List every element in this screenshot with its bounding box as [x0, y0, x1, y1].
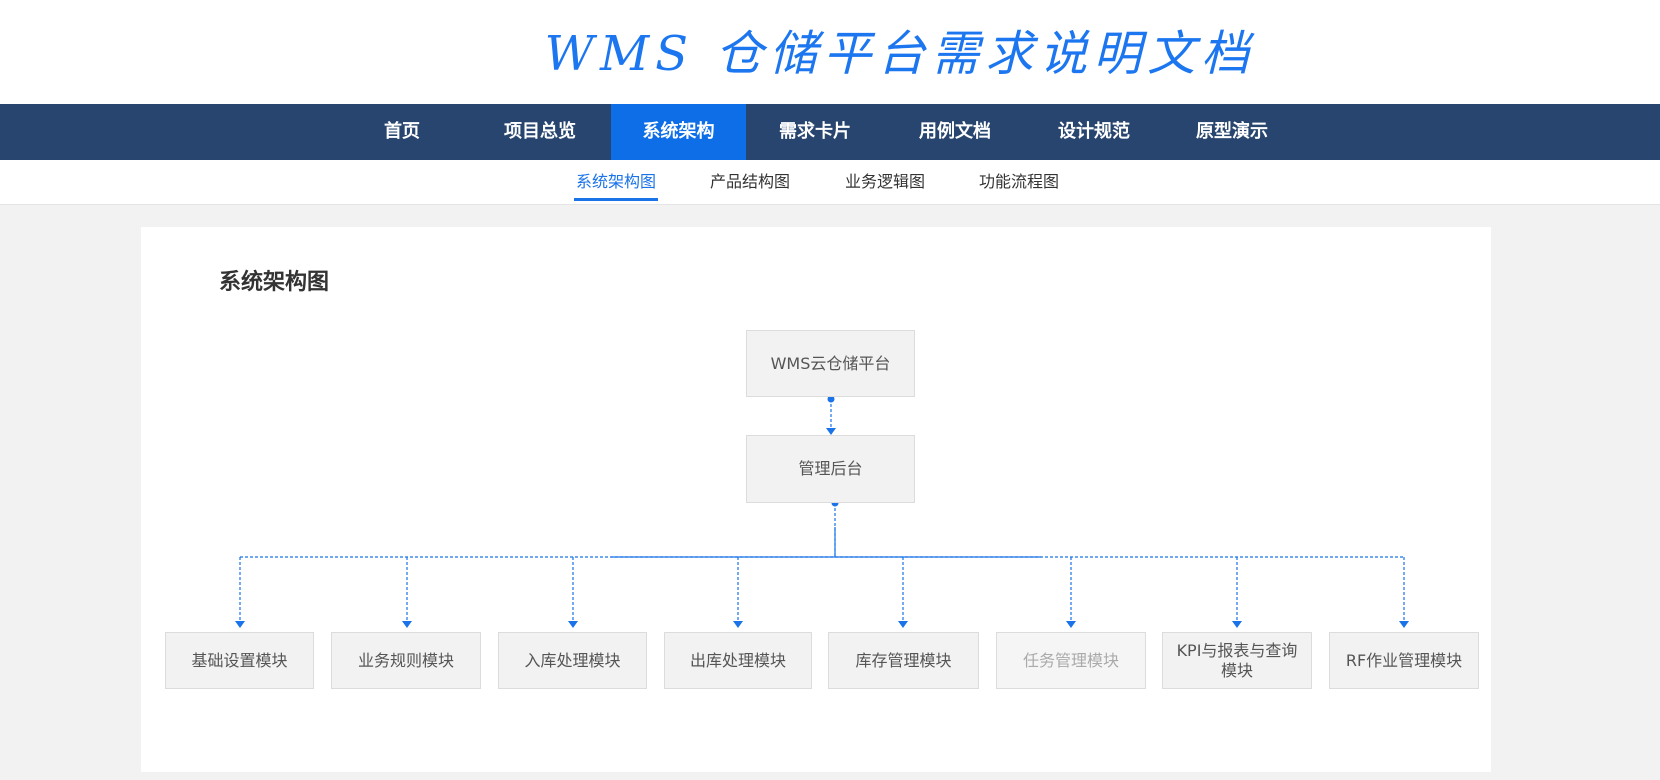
section-title: 系统架构图 — [219, 270, 330, 295]
nav-home[interactable]: 首页 — [384, 121, 420, 142]
subnav-product-structure-diagram[interactable]: 产品结构图 — [709, 172, 790, 191]
sub-nav: 系统架构图 产品结构图 业务逻辑图 功能流程图 — [0, 160, 1660, 205]
subnav-business-logic-diagram[interactable]: 业务逻辑图 — [844, 172, 925, 191]
diagram-node-admin-backend[interactable]: 管理后台 — [746, 435, 915, 503]
nav-design-spec[interactable]: 设计规范 — [1058, 121, 1130, 142]
diagram-node-module[interactable]: RF作业管理模块 — [1329, 632, 1479, 689]
header: WMS 仓储平台需求说明文档 — [0, 0, 1660, 104]
diagram-connectors — [235, 395, 1409, 628]
diagram-node-module[interactable]: KPI与报表与查询模块 — [1162, 632, 1312, 689]
subnav-function-flow-diagram[interactable]: 功能流程图 — [978, 172, 1059, 191]
site-title: WMS 仓储平台需求说明文档 — [544, 26, 1256, 82]
content-panel: 系统架构图 WMS云仓储平台 管理后台 基础设置模块 业务规则模块 入库处理模块… — [141, 227, 1491, 772]
nav-prototype-demo[interactable]: 原型演示 — [1196, 121, 1268, 142]
diagram-node-root[interactable]: WMS云仓储平台 — [746, 330, 915, 397]
nav-use-case-docs[interactable]: 用例文档 — [919, 121, 991, 142]
nav-project-overview[interactable]: 项目总览 — [504, 121, 576, 142]
diagram-node-module[interactable]: 库存管理模块 — [828, 632, 979, 689]
nav-system-architecture[interactable]: 系统架构 — [611, 104, 746, 160]
diagram-node-module[interactable]: 基础设置模块 — [165, 632, 314, 689]
subnav-system-architecture-diagram[interactable]: 系统架构图 — [574, 160, 658, 204]
nav-requirement-cards[interactable]: 需求卡片 — [779, 121, 851, 142]
diagram-node-module[interactable]: 任务管理模块 — [996, 632, 1146, 689]
diagram-node-module[interactable]: 入库处理模块 — [498, 632, 647, 689]
diagram-node-module[interactable]: 业务规则模块 — [331, 632, 481, 689]
main-nav: 首页 项目总览 系统架构 需求卡片 用例文档 设计规范 原型演示 — [0, 104, 1660, 160]
diagram-node-module[interactable]: 出库处理模块 — [664, 632, 812, 689]
